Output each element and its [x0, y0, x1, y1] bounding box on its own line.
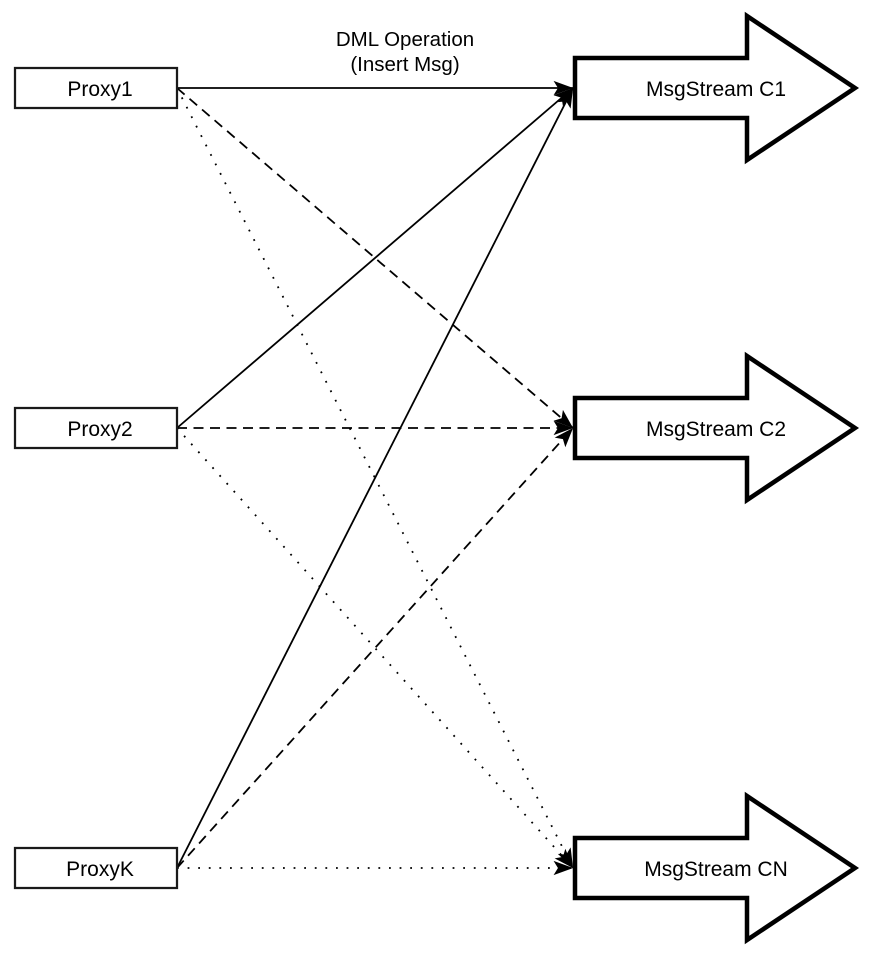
msgstream-c2-label: MsgStream C2: [646, 418, 786, 441]
title-line-2: (Insert Msg): [350, 53, 459, 76]
diagram-title: DML Operation (Insert Msg): [336, 28, 474, 76]
edge-proxyk-c1: [176, 87, 574, 869]
edge-proxyk-c2: [176, 427, 574, 869]
proxy1-label: Proxy1: [67, 78, 132, 101]
proxy-node-proxy1: Proxy1: [13, 66, 179, 110]
proxy1-box: [13, 66, 179, 110]
stream-node-cn: MsgStream CN: [572, 791, 860, 945]
edge-proxy2-c1: [176, 87, 574, 429]
proxy-node-proxy2: Proxy2: [13, 406, 179, 450]
msgstream-c1-label: MsgStream C1: [646, 78, 786, 101]
msgstream-cn-label: MsgStream CN: [644, 858, 788, 881]
stream-node-c1: MsgStream C1: [572, 11, 860, 165]
msgstream-cn-arrow-shape: [572, 791, 860, 945]
proxy-node-proxyk: ProxyK: [13, 846, 179, 890]
proxy2-box: [13, 406, 179, 450]
title-line-1: DML Operation: [336, 28, 474, 51]
proxyk-label: ProxyK: [66, 858, 134, 881]
edges-layer: [176, 80, 574, 876]
proxyk-box: [13, 846, 179, 890]
proxy2-label: Proxy2: [67, 418, 132, 441]
msgstream-c1-arrow-shape: [572, 11, 860, 165]
msgstream-c2-arrow-shape: [572, 351, 860, 505]
edge-proxy1-c2: [176, 87, 574, 429]
stream-node-c2: MsgStream C2: [572, 351, 860, 505]
